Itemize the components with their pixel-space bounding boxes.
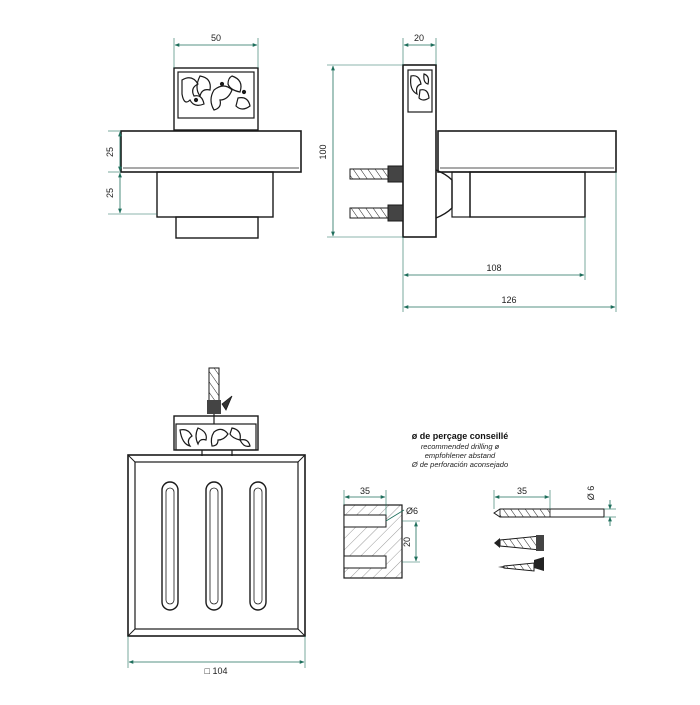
drain-slot — [205, 481, 223, 611]
drill-hole — [343, 514, 387, 528]
drilling-note: ø de perçage conseillé recommended drill… — [411, 431, 508, 469]
dim-drill-depth-a: 35 — [360, 486, 370, 496]
note-en: recommended drilling ø — [421, 442, 500, 451]
top-dish-inner — [134, 461, 299, 630]
top-leaf-ornament — [179, 427, 251, 447]
dim-drill-spacing: 20 — [402, 537, 412, 547]
side-leaf-ornament — [410, 73, 430, 101]
drain-slot — [161, 481, 179, 611]
drill-hole — [343, 555, 387, 569]
wall-plug-icon — [494, 535, 544, 551]
side-wall-plate — [402, 64, 437, 238]
top-view: □ 104 — [127, 367, 306, 676]
dim-drill-depth-b: 35 — [517, 486, 527, 496]
dim-front-width: 50 — [211, 33, 221, 43]
side-dish — [437, 130, 617, 173]
top-anchor — [207, 367, 233, 424]
side-holder — [469, 171, 586, 218]
drain-slot — [249, 481, 267, 611]
top-dish — [127, 454, 306, 637]
dim-side-plate: 20 — [414, 33, 424, 43]
dim-side-depth-total: 126 — [501, 295, 516, 305]
note-title: ø de perçage conseillé — [412, 431, 509, 441]
front-dish — [120, 130, 302, 173]
note-es: Ø de perforación aconsejado — [411, 460, 508, 469]
front-holder — [156, 171, 274, 218]
front-leaf-ornament — [181, 75, 251, 111]
front-decor-panel — [177, 71, 255, 119]
front-back-plate — [173, 67, 259, 131]
side-decor-panel — [407, 69, 433, 113]
dim-side-height: 100 — [318, 144, 328, 159]
dim-drill-diameter-a: Ø6 — [406, 506, 418, 516]
side-view: 20 100 108 126 — [318, 33, 617, 312]
drill-fixings: 35 Ø 6 — [493, 486, 616, 572]
dim-drill-diameter-b: Ø 6 — [586, 486, 596, 501]
screw-icon — [498, 557, 544, 572]
dim-front-upper: 25 — [105, 147, 115, 157]
side-wall-anchors — [349, 165, 404, 222]
front-holder-base — [175, 216, 259, 239]
dim-side-depth-inner: 108 — [486, 263, 501, 273]
front-view: 50 25 25 — [105, 33, 302, 239]
dim-front-lower: 25 — [105, 188, 115, 198]
drill-hole-section: 35 Ø6 20 — [343, 486, 420, 579]
note-de: empfohlener abstand — [425, 451, 496, 460]
dim-top-width: □ 104 — [205, 666, 228, 676]
side-arm — [435, 169, 453, 219]
